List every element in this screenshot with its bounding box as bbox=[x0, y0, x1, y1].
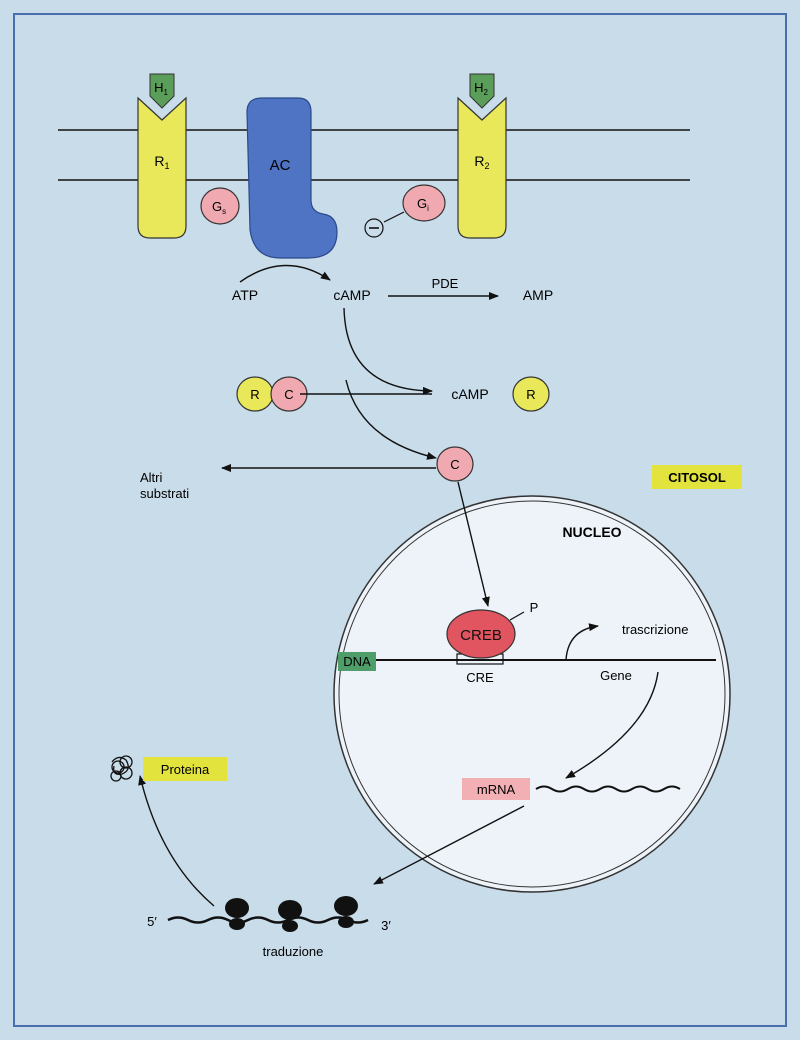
ac-label: AC bbox=[270, 157, 291, 174]
hormone-h2 bbox=[469, 73, 495, 109]
amp-label: AMP bbox=[523, 287, 553, 303]
mrna-translation-strand bbox=[167, 916, 369, 924]
dna-badge bbox=[338, 652, 376, 671]
c-free-label: C bbox=[450, 457, 459, 472]
cre-label: CRE bbox=[466, 670, 494, 685]
gene-to-mrna-arrow bbox=[565, 671, 659, 779]
five-prime-label: 5′ bbox=[147, 914, 157, 929]
atp-to-camp-arrow bbox=[239, 264, 331, 283]
adenylate-cyclase bbox=[246, 97, 338, 259]
nucleo-label: NUCLEO bbox=[562, 524, 621, 540]
pde-label: PDE bbox=[432, 276, 459, 291]
receptor-r1-label: R1 bbox=[154, 153, 169, 171]
altri-line1: Altri bbox=[140, 470, 163, 485]
camp-bound-label: cAMP bbox=[451, 386, 488, 402]
proteina-badge bbox=[143, 757, 227, 781]
creb-protein bbox=[446, 609, 516, 659]
proteina-label: Proteina bbox=[161, 762, 210, 777]
three-prime-label: 3′ bbox=[381, 918, 391, 933]
gene-label: Gene bbox=[600, 668, 632, 683]
free-catalytic-subunit bbox=[436, 446, 474, 482]
altri-line2: substrati bbox=[140, 486, 189, 501]
phosphate-label: P bbox=[530, 600, 539, 615]
traduzione-label: traduzione bbox=[263, 944, 324, 959]
c-release-arrow bbox=[345, 379, 437, 460]
cytosol-badge bbox=[652, 465, 742, 489]
page-border bbox=[13, 13, 787, 1027]
g-protein-gi bbox=[402, 184, 446, 222]
c-subunit-label: C bbox=[284, 387, 293, 402]
ribosome-2 bbox=[278, 900, 302, 932]
camp-binding-arrow bbox=[343, 307, 433, 395]
inhibition-line bbox=[383, 211, 405, 223]
r-subunit-label: R bbox=[250, 387, 259, 402]
dna-label: DNA bbox=[343, 654, 371, 669]
creb-label: CREB bbox=[460, 627, 502, 644]
ribosome-1 bbox=[225, 898, 249, 930]
mrna-strand bbox=[535, 785, 681, 793]
receptor-r2-label: R2 bbox=[474, 153, 489, 171]
bound-regulatory-subunit bbox=[512, 376, 550, 412]
protein-icon bbox=[110, 755, 133, 782]
transcription-arrow bbox=[565, 623, 599, 661]
hormone-h1 bbox=[149, 73, 175, 109]
hormone-h2-label: H2 bbox=[474, 80, 488, 97]
mrna-badge bbox=[462, 778, 530, 800]
phosphate-bond bbox=[509, 611, 525, 621]
translation-to-protein-arrow bbox=[138, 775, 215, 907]
nucleus bbox=[333, 495, 731, 893]
atp-label: ATP bbox=[232, 287, 258, 303]
gi-label: Gi bbox=[417, 196, 429, 213]
nucleus-inner-membrane bbox=[338, 500, 726, 888]
receptor-r2 bbox=[457, 96, 507, 239]
c-to-creb-arrow bbox=[457, 481, 490, 607]
mrna-export-arrow bbox=[373, 805, 525, 885]
cytosol-label: CITOSOL bbox=[668, 470, 726, 485]
gs-label: Gs bbox=[212, 199, 226, 216]
receptor-r1 bbox=[137, 96, 187, 239]
mrna-label: mRNA bbox=[477, 782, 516, 797]
hormone-h1-label: H1 bbox=[154, 80, 168, 97]
ribosome-3 bbox=[334, 896, 358, 928]
r-bound-label: R bbox=[526, 387, 535, 402]
g-protein-gs bbox=[200, 187, 240, 225]
camp-label: cAMP bbox=[333, 287, 370, 303]
trascrizione-label: trascrizione bbox=[622, 622, 688, 637]
